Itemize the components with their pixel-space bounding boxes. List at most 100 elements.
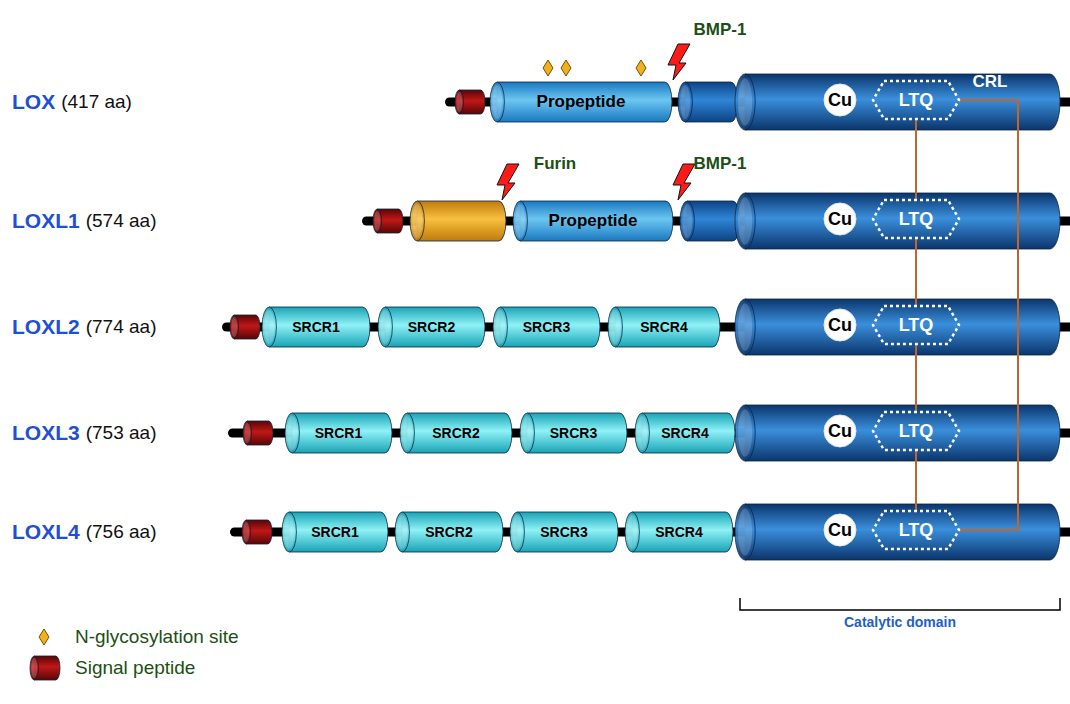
signal-peptide: [243, 421, 273, 445]
signal-peptide: [242, 520, 272, 544]
cleavage-bolt: [497, 164, 519, 200]
domain-cylinder: [520, 413, 627, 453]
srcr-domain: SRCR3: [510, 512, 618, 552]
domain-cylinder: [513, 201, 673, 241]
domain-label: SRCR1: [311, 524, 358, 540]
ltq-cofactor: LTQ: [872, 80, 960, 120]
ltq-cofactor: LTQ: [872, 305, 960, 345]
srcr-domain: SRCR4: [625, 512, 733, 552]
srcr-domain: SRCR2: [400, 413, 512, 453]
domain-label: Cu: [828, 520, 852, 541]
srcr-domain: SRCR1: [282, 512, 388, 552]
crosslink-line: [915, 451, 917, 510]
domain-label: SRCR3: [540, 524, 587, 540]
protein-name: LOXL2: [12, 315, 80, 338]
ltq-cofactor: LTQ: [872, 411, 960, 451]
catalytic-domain: [735, 504, 1060, 560]
legend-entry: Signal peptide: [75, 658, 195, 679]
linker-domain: [680, 201, 740, 241]
ltq-cofactor: LTQ: [872, 199, 960, 239]
domain-label: SRCR4: [661, 425, 708, 441]
protein-length: (574 aa): [86, 211, 157, 232]
ltq-cofactor: LTQ: [872, 510, 960, 550]
linker-domain: [678, 82, 738, 122]
crosslink-line: [915, 120, 917, 199]
bracket-label: Catalytic domain: [844, 615, 956, 630]
catalytic-domain: [735, 74, 1060, 130]
domain-label: SRCR1: [292, 319, 339, 335]
protein-name: LOXL4: [12, 520, 80, 543]
srcr-domain: SRCR2: [395, 512, 503, 552]
glycosylation-diamond: [561, 60, 571, 76]
domain-label: SRCR1: [315, 425, 362, 441]
srcr-domain: SRCR3: [493, 307, 600, 347]
protease-name: BMP-1: [694, 21, 747, 40]
domain-label: SRCR2: [408, 319, 455, 335]
copper-site: Cu: [824, 415, 856, 447]
domain-cylinder: [490, 82, 672, 122]
protease-name: BMP-1: [694, 155, 747, 174]
domain-label: SRCR3: [523, 319, 570, 335]
protein-name: LOXL1: [12, 209, 80, 232]
domain-cylinder: [262, 307, 370, 347]
domain-label: SRCR4: [655, 524, 702, 540]
srcr-domain: SRCR4: [635, 413, 735, 453]
srcr-domain: SRCR1: [262, 307, 370, 347]
domain-cylinder: [493, 307, 600, 347]
copper-site: Cu: [824, 514, 856, 546]
crosslink-line: [915, 345, 917, 411]
domain-label: Cu: [828, 90, 852, 111]
domain-label: SRCR2: [425, 524, 472, 540]
catalytic-domain: [735, 193, 1060, 249]
protein-name: LOXL3: [12, 421, 80, 444]
propeptide-domain: Propeptide: [490, 82, 672, 122]
cleavage-bolt: [668, 44, 690, 80]
domain-cylinder: [400, 413, 512, 453]
protease-name: Furin: [534, 155, 577, 174]
crosslink-line: [915, 239, 917, 305]
srcr-domain: SRCR1: [285, 413, 392, 453]
cleavage-bolt: [673, 164, 695, 200]
domain-cylinder: [608, 307, 720, 347]
srcr-domain: SRCR2: [378, 307, 485, 347]
copper-site: Cu: [824, 309, 856, 341]
protein-length: (417 aa): [61, 92, 132, 113]
domain-label: LTQ: [899, 421, 934, 442]
catalytic-domain: [735, 299, 1060, 355]
catalytic-bracket: [740, 598, 1060, 610]
signal-peptide: [230, 315, 260, 339]
copper-site: Cu: [824, 84, 856, 116]
glycosylation-diamond: [543, 60, 553, 76]
domain-cylinder: [625, 512, 733, 552]
glycosylation-diamond: [39, 629, 49, 645]
domain-label: Cu: [828, 315, 852, 336]
domain-cylinder: [285, 413, 392, 453]
legend-entry: N-glycosylation site: [75, 627, 239, 648]
glycosylation-diamond: [636, 60, 646, 76]
domain-label: SRCR2: [432, 425, 479, 441]
domain-label: SRCR4: [640, 319, 687, 335]
domain-label: Cu: [828, 209, 852, 230]
domain-label: LTQ: [899, 90, 934, 111]
region-label: CRL: [973, 73, 1008, 92]
protein-name: LOX: [12, 90, 55, 113]
domain-cylinder: [378, 307, 485, 347]
protein-length: (753 aa): [86, 423, 157, 444]
legend-signal-swatch: [30, 656, 60, 680]
domain-cylinder: [395, 512, 503, 552]
crosslink-line: [960, 100, 1018, 530]
domain-cylinder: [282, 512, 388, 552]
domain-label: LTQ: [899, 209, 934, 230]
domain-label: Cu: [828, 421, 852, 442]
domain-label: LTQ: [899, 315, 934, 336]
domain-label: Propeptide: [549, 211, 638, 231]
srcr-domain: SRCR3: [520, 413, 627, 453]
domain-label: Propeptide: [537, 92, 626, 112]
signal-peptide: [455, 90, 485, 114]
copper-site: Cu: [824, 203, 856, 235]
signal-peptide: [373, 209, 403, 233]
domain-label: SRCR3: [550, 425, 597, 441]
domain-cylinder: [635, 413, 735, 453]
pre-domain: [410, 201, 506, 241]
domain-label: LTQ: [899, 520, 934, 541]
